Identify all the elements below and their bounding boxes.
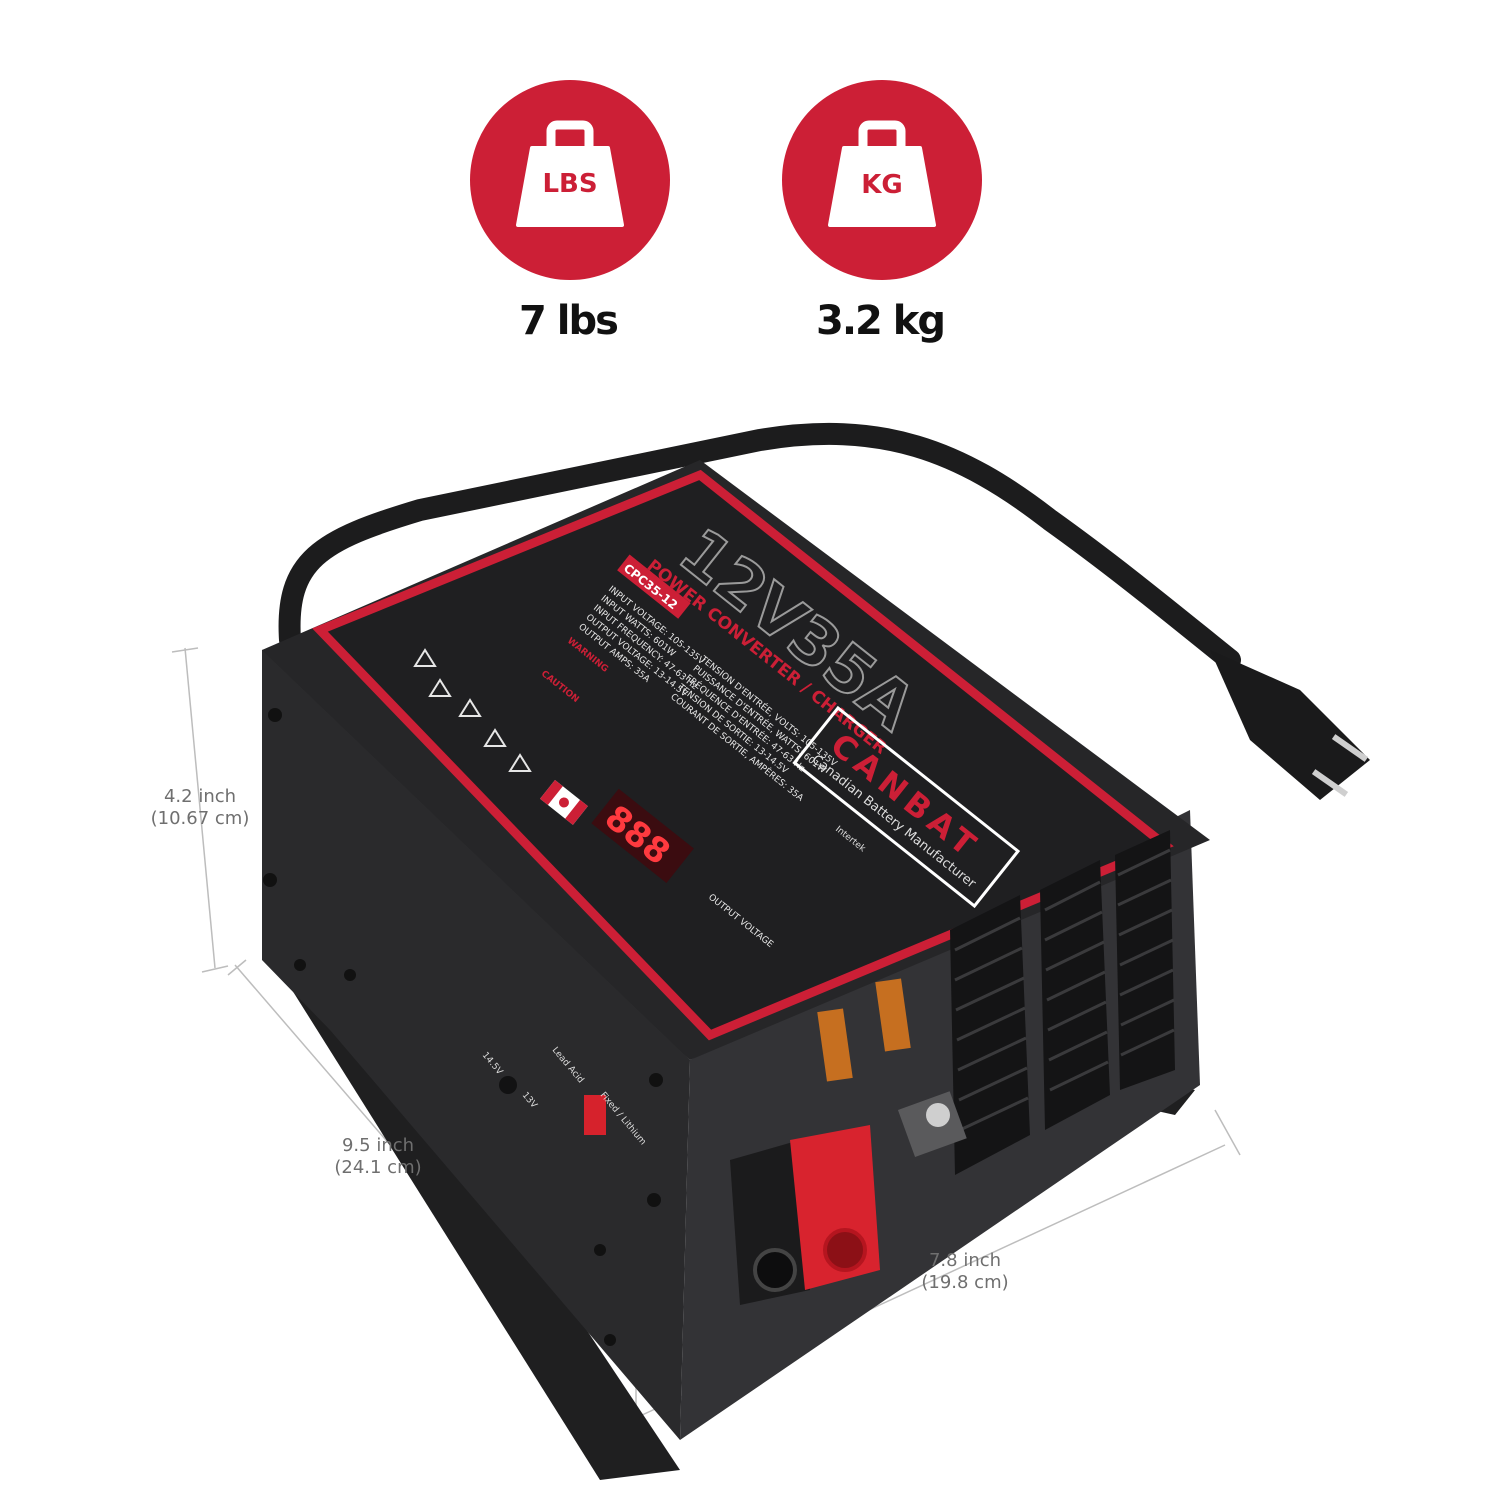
fuse-holders — [817, 978, 911, 1082]
dc-output-terminals — [730, 1125, 880, 1305]
weight-icon: KG — [828, 120, 936, 227]
kg-icon-text: KG — [861, 170, 903, 200]
lbs-value: 7 lbs — [519, 298, 619, 344]
length-dimension-label: 9.5 inch (24.1 cm) — [334, 1135, 422, 1178]
height-dimension-label: 4.2 inch (10.67 cm) — [150, 786, 250, 829]
voltage-adjust-knob — [499, 1076, 517, 1094]
canada-flag-icon — [540, 780, 588, 825]
screws — [263, 708, 663, 1346]
kg-value: 3.2 kg — [815, 298, 946, 344]
lbs-weight-badge: LBS — [470, 80, 670, 280]
vent-slats — [954, 848, 1175, 1132]
width-dimension-label: 7.8 inch (19.8 cm) — [921, 1250, 1009, 1293]
weight-icon: LBS — [516, 120, 624, 227]
kg-weight-badge: KG — [782, 80, 982, 280]
warning-symbols — [413, 648, 532, 772]
plug-icon — [1210, 650, 1370, 800]
lbs-icon-text: LBS — [542, 169, 597, 199]
battery-mode-switch — [584, 1095, 606, 1135]
